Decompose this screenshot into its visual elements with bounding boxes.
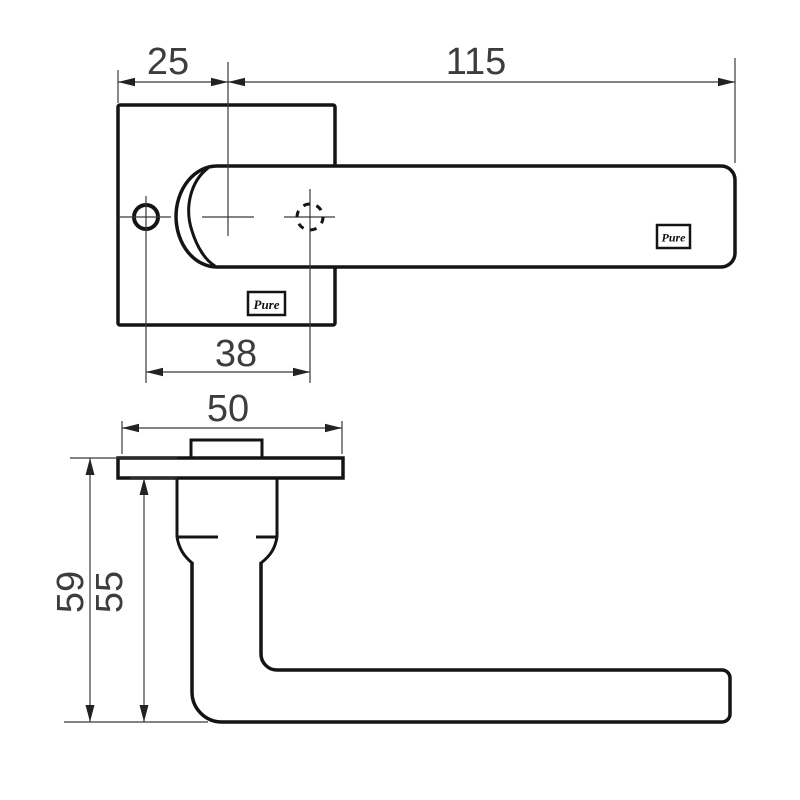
dim-label-50: 50 (207, 388, 249, 430)
dim-label-55: 55 (89, 571, 131, 613)
dim-arrow (122, 423, 139, 433)
dim-label-59: 59 (50, 571, 92, 613)
lever-outline (174, 164, 737, 269)
dim-arrow (139, 705, 149, 722)
dim-arrow (118, 77, 135, 87)
dim-arrow (293, 367, 310, 377)
dim-arrow (146, 367, 163, 377)
dimension-total-projection: 59 (50, 457, 208, 723)
brand-logo-plate: Pure (246, 290, 287, 317)
lever-profile-outline (190, 562, 732, 724)
spindle-hole-dashed (295, 202, 325, 232)
brand-logo-text: Pure (254, 297, 280, 312)
dim-arrow (139, 478, 149, 495)
dim-label-25: 25 (147, 41, 189, 83)
top-view-centerlines (117, 58, 736, 383)
brand-logo-lever: Pure (655, 223, 692, 250)
handle-neck (175, 479, 279, 565)
dim-arrow (228, 77, 245, 87)
dimension-rose-width: 50 (121, 388, 343, 454)
dimension-lever-length: 115 (228, 41, 735, 87)
rose-plate-edge (116, 456, 345, 480)
brand-logo-text: Pure (662, 231, 687, 245)
neck-taper-left (175, 536, 193, 565)
dim-arrow (85, 705, 95, 722)
dimension-lever-projection: 55 (89, 477, 177, 722)
dim-arrow (85, 458, 95, 475)
neck-taper-right (260, 536, 279, 565)
brand-logo-frame (246, 290, 287, 317)
dim-label-115: 115 (446, 41, 507, 83)
brand-logo-frame (655, 223, 692, 250)
dim-arrow (718, 77, 735, 87)
dim-arrow (211, 77, 228, 87)
dim-label-38: 38 (215, 333, 257, 375)
top-view: 25 115 38 Pure P (116, 41, 737, 383)
dim-arrow (325, 423, 342, 433)
spindle-cap (189, 438, 264, 458)
dimension-rose-offset: 25 (118, 41, 228, 87)
side-view: 50 59 55 (50, 388, 732, 724)
dimension-hole-to-spindle: 38 (146, 333, 310, 377)
lever-end-curve (187, 166, 216, 268)
